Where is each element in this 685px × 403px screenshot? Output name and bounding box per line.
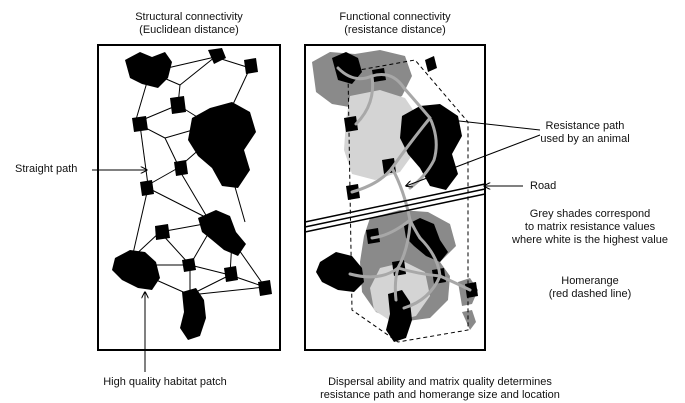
- resistance-paths: [336, 66, 472, 310]
- habitat-patch: [140, 180, 154, 196]
- habitat-patch: [174, 160, 188, 176]
- structural-habitat-patches: [112, 48, 272, 340]
- habitat-patch: [224, 266, 238, 282]
- habitat-patch: [198, 210, 246, 256]
- habitat-patch: [425, 56, 437, 72]
- homerange-line2: (red dashed line): [548, 288, 632, 300]
- annotation-arrows: [92, 118, 541, 372]
- left-title-line2: (Euclidean distance): [139, 24, 239, 36]
- habitat-patch: [344, 116, 358, 132]
- right-panel-title: Functional connectivity (resistance dist…: [300, 11, 490, 37]
- resistance-path-line2: used by an animal: [540, 133, 630, 145]
- habitat-patch: [400, 104, 462, 190]
- habitat-patch: [316, 252, 364, 292]
- habitat-patch: [386, 290, 412, 342]
- right-title-line2: (resistance distance): [344, 24, 446, 36]
- habitat-patch: [208, 48, 226, 64]
- resistance-path-arrow-2: [406, 134, 541, 186]
- habitat-patch: [125, 52, 172, 88]
- right-title-line1: Functional connectivity: [339, 11, 451, 23]
- straight-path-label: Straight path: [15, 163, 78, 175]
- habitat-patch: [366, 228, 380, 244]
- habitat-patch: [180, 288, 206, 340]
- functional-habitat-patches: [316, 52, 478, 342]
- habitat-patch: [112, 250, 160, 290]
- dispersal-line1: Dispersal ability and matrix quality det…: [328, 376, 552, 388]
- left-panel-title: Structural connectivity (Euclidean dista…: [98, 11, 280, 37]
- road: [304, 183, 486, 233]
- habitat-patch: [132, 116, 148, 132]
- left-title-line1: Structural connectivity: [135, 11, 243, 23]
- homerange-label: Homerange (red dashed line): [530, 275, 650, 301]
- dark-matrix-area: [462, 310, 476, 330]
- habitat-patch: [332, 52, 362, 84]
- homerange-outline: [347, 59, 469, 343]
- habitat-patch: [258, 280, 272, 296]
- habitat-patch: [170, 96, 186, 114]
- habitat-patch-label: High quality habitat patch: [103, 376, 227, 388]
- homerange-line1: Homerange: [561, 275, 619, 287]
- habitat-patch: [188, 102, 256, 188]
- grey-line1: Grey shades correspond: [529, 208, 651, 220]
- habitat-patch: [182, 258, 196, 272]
- dispersal-line2: resistance path and homerange size and l…: [320, 389, 560, 401]
- resistance-path-label: Resistance path used by an animal: [525, 120, 645, 146]
- resistance-path-line1: Resistance path: [545, 120, 625, 132]
- habitat-patch: [155, 224, 170, 240]
- grey-line3: where white is the highest value: [512, 234, 668, 246]
- habitat-patch: [244, 58, 258, 74]
- grey-shades-label: Grey shades correspond to matrix resista…: [500, 208, 680, 247]
- road-label: Road: [530, 180, 557, 192]
- grey-line2: to matrix resistance values: [524, 221, 656, 233]
- resistance-path-arrow-1: [432, 118, 541, 131]
- dispersal-caption: Dispersal ability and matrix quality det…: [290, 376, 590, 402]
